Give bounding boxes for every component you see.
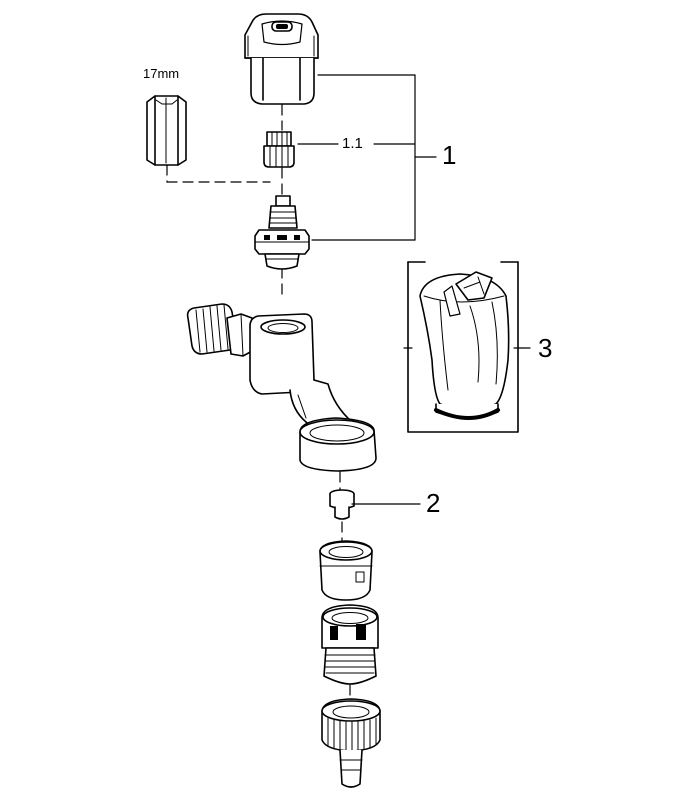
label-part-2: 2 (426, 488, 441, 518)
lockable-handle (419, 271, 510, 420)
coupling-adapter (321, 604, 379, 685)
tap-body (186, 303, 377, 472)
label-wrench-size: 17mm (143, 66, 180, 81)
insert-core (263, 131, 295, 168)
backflow-valve (329, 489, 355, 520)
assembly-axis (166, 104, 351, 701)
label-part-1: 1 (442, 140, 457, 170)
leader-lines (297, 74, 531, 505)
adapter-sleeve (319, 540, 373, 601)
hose-connector (321, 698, 381, 788)
label-part-3: 3 (538, 333, 553, 363)
headpart-cartridge (254, 195, 310, 270)
hex-wrench-17mm (146, 95, 187, 166)
inset-box-part-3 (403, 261, 523, 433)
cap-handle (244, 13, 319, 105)
label-part-1-1: 1.1 (342, 135, 363, 152)
